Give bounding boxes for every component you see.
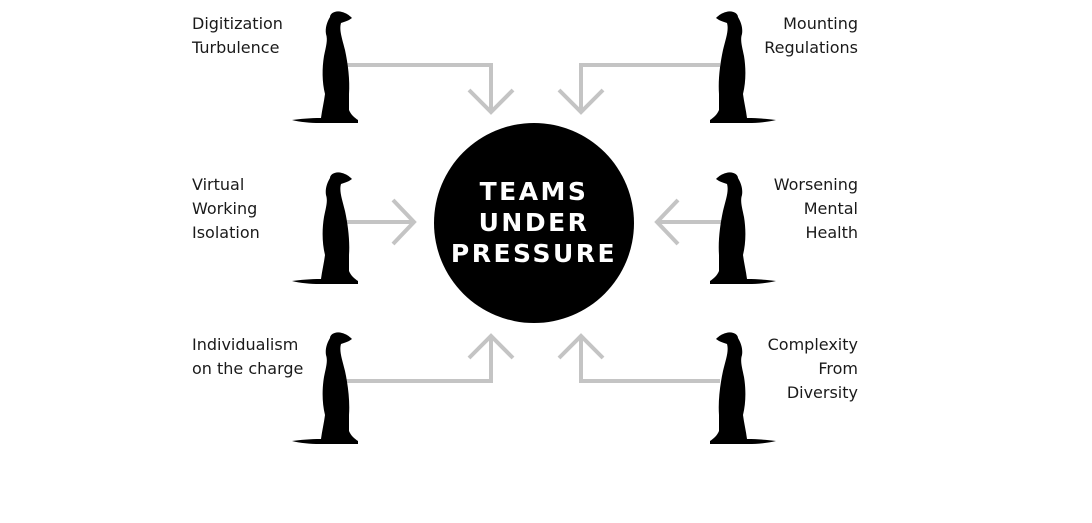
arrow-head [467, 88, 515, 115]
pressure-label-mental-health: Worsening Mental Health [774, 173, 858, 245]
pressure-label-line: Diversity [786, 383, 858, 402]
arrow-line [579, 338, 720, 383]
pressure-label-line: Health [805, 223, 858, 242]
meerkat-icon [292, 11, 358, 123]
pressure-label-line: Complexity [767, 335, 858, 354]
pressure-label-line: Isolation [192, 223, 260, 242]
pressure-label-line: Mounting [783, 14, 858, 33]
pressure-label-line: Turbulence [192, 38, 280, 57]
pressure-label-line: Working [192, 199, 258, 218]
arrow-head [557, 333, 605, 360]
pressure-label-line: Individualism [192, 335, 299, 354]
pressure-label-line: on the charge [192, 359, 304, 378]
center-title-line-1: TEAMS [479, 177, 589, 206]
pressure-label-line: Regulations [764, 38, 858, 57]
meerkat-icon [292, 172, 358, 284]
pressure-label-line: Worsening [773, 175, 858, 194]
center-title: TEAMS UNDER PRESSURE [434, 176, 634, 269]
meerkat-icon [710, 332, 776, 444]
pressure-label-digitization: Digitization Turbulence [192, 12, 283, 60]
pressure-label-line: Virtual [192, 175, 245, 194]
pressure-label-individualism: Individualism on the charge [192, 333, 303, 381]
arrow-line [346, 63, 493, 110]
center-title-line-2: UNDER [478, 208, 590, 237]
pressure-label-virtual-working: Virtual Working Isolation [192, 173, 260, 245]
pressure-label-line: From [818, 359, 858, 378]
arrow-head [654, 198, 680, 246]
arrow-line [579, 63, 720, 110]
meerkat-icon [710, 172, 776, 284]
arrow-head [391, 198, 417, 246]
pressure-label-line: Mental [803, 199, 858, 218]
center-title-line-3: PRESSURE [450, 239, 618, 268]
pressure-label-line: Digitization [192, 14, 283, 33]
arrow-head [467, 333, 515, 360]
center-circle [434, 123, 634, 323]
pressure-label-diversity: Complexity From Diversity [768, 333, 858, 405]
arrow-line [346, 338, 493, 383]
arrow-head [557, 88, 605, 115]
pressure-label-regulations: Mounting Regulations [764, 12, 858, 60]
